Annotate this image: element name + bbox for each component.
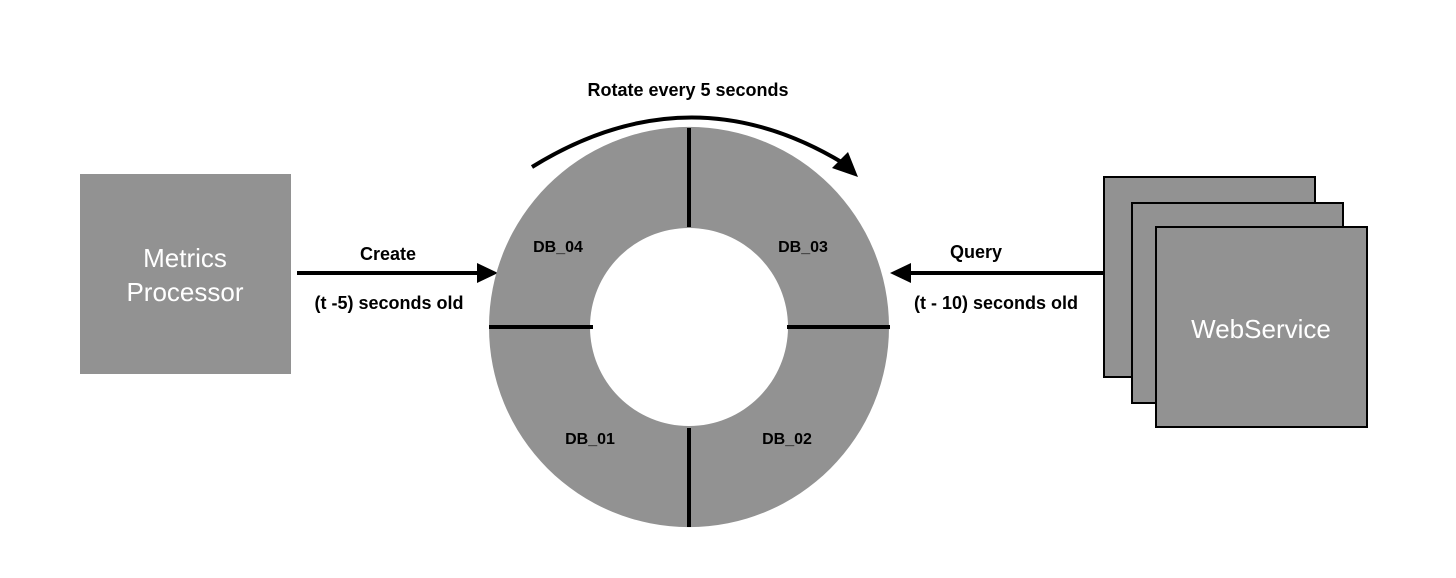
metrics-processor-box — [80, 174, 291, 374]
metrics-processor-node: Metrics Processor — [80, 174, 291, 374]
create-sublabel: (t -5) seconds old — [314, 293, 463, 313]
rotation-label: Rotate every 5 seconds — [587, 80, 788, 100]
webservice-box-front — [1155, 226, 1368, 428]
rotation-arc — [530, 115, 845, 169]
segment-label-db03: DB_03 — [778, 239, 828, 256]
query-arrow: Query (t - 10) seconds old — [890, 242, 1103, 313]
metrics-processor-label-line1: Metrics — [143, 243, 227, 273]
webservice-node: WebService — [1103, 176, 1368, 428]
segment-label-db01: DB_01 — [565, 431, 615, 448]
query-arrowhead — [890, 263, 911, 283]
metrics-processor-label-line2: Processor — [126, 277, 243, 307]
segment-label-db02: DB_02 — [762, 431, 812, 448]
ring-shape — [488, 126, 890, 528]
create-label: Create — [360, 244, 416, 264]
query-label: Query — [950, 242, 1002, 262]
rotation-indicator: Rotate every 5 seconds — [530, 80, 858, 177]
create-arrow: Create (t -5) seconds old — [297, 244, 498, 313]
rotation-arrowhead — [832, 152, 858, 177]
webservice-label: WebService — [1191, 314, 1331, 344]
query-sublabel: (t - 10) seconds old — [914, 293, 1078, 313]
create-arrowhead — [477, 263, 498, 283]
database-ring: DB_04 DB_03 DB_01 DB_02 — [488, 126, 890, 528]
segment-label-db04: DB_04 — [533, 239, 583, 256]
